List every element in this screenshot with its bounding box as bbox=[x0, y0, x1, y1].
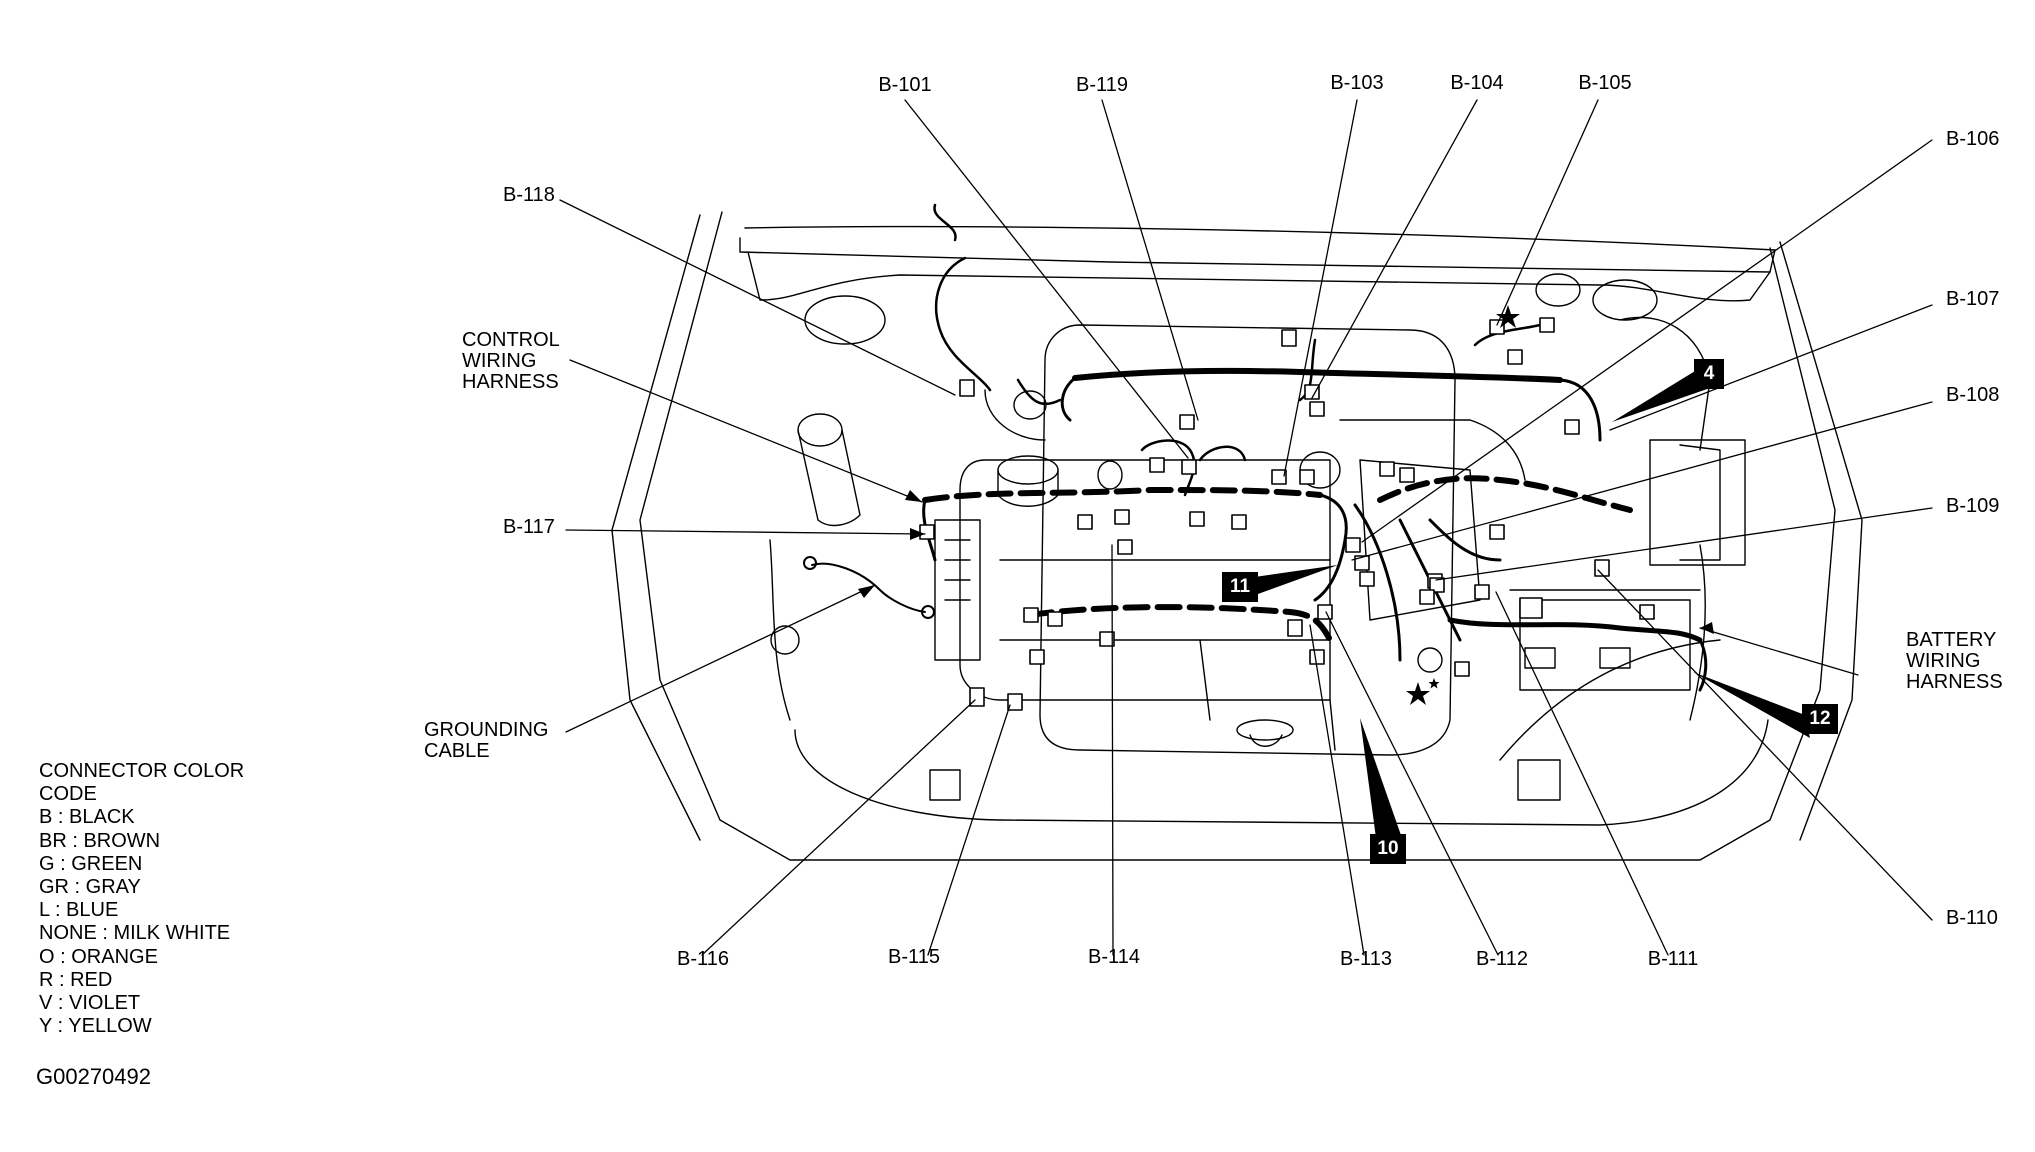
star-symbols bbox=[1406, 305, 1520, 705]
connectors bbox=[919, 317, 1655, 711]
label-b107: B-107 bbox=[1946, 288, 2000, 310]
leader-lines bbox=[559, 99, 1933, 956]
left-components bbox=[770, 295, 1721, 801]
vehicle-body-outline bbox=[611, 211, 1863, 861]
label-b110: B-110 bbox=[1946, 907, 1998, 929]
legend-item: G : GREEN bbox=[39, 852, 143, 875]
legend-title: CODE bbox=[39, 783, 97, 806]
control-wiring-harness bbox=[922, 367, 1708, 692]
label-b118: B-118 bbox=[503, 184, 555, 206]
legend-item: Y : YELLOW bbox=[39, 1015, 152, 1038]
label-b113: B-113 bbox=[1340, 948, 1392, 970]
label-b114: B-114 bbox=[1088, 946, 1140, 968]
leader-arrowheads bbox=[858, 490, 1714, 634]
legend-item: NONE : MILK WHITE bbox=[39, 922, 231, 945]
legend-item: B : BLACK bbox=[39, 806, 135, 829]
label-b104: B-104 bbox=[1450, 72, 1504, 94]
control-wiring-harness-label: CONTROL WIRING HARNESS bbox=[462, 329, 560, 393]
legend-item: O : ORANGE bbox=[39, 945, 158, 968]
label-b116: B-116 bbox=[677, 948, 729, 970]
marker-4: 4 bbox=[1694, 359, 1724, 389]
legend-title: CONNECTOR COLOR bbox=[39, 760, 245, 782]
connector-color-legend: CONNECTOR COLOR CODE B : BLACK BR : BROW… bbox=[39, 760, 244, 1038]
label-b108: B-108 bbox=[1946, 384, 2000, 406]
legend-item: BR : BROWN bbox=[39, 829, 161, 852]
label-b101: B-101 bbox=[878, 74, 932, 96]
marker-wedges bbox=[1234, 368, 1810, 838]
label-b111: B-111 bbox=[1647, 948, 1699, 970]
legend-item: GR : GRAY bbox=[39, 876, 141, 899]
grounding-cable-label: GROUNDING CABLE bbox=[424, 719, 549, 762]
grounding-cable bbox=[803, 556, 935, 619]
figure-id: G00270492 bbox=[36, 1064, 151, 1089]
label-b109: B-109 bbox=[1946, 495, 2000, 517]
legend-item: V : VIOLET bbox=[39, 992, 141, 1015]
legend-item: R : RED bbox=[39, 968, 113, 991]
marker-11: 11 bbox=[1222, 572, 1258, 602]
label-b105: B-105 bbox=[1578, 72, 1632, 94]
label-b119: B-119 bbox=[1076, 74, 1128, 96]
label-b115: B-115 bbox=[888, 946, 940, 968]
marker-12: 12 bbox=[1802, 704, 1838, 734]
legend-item: L : BLUE bbox=[39, 899, 119, 922]
label-b103: B-103 bbox=[1330, 72, 1384, 94]
label-b117: B-117 bbox=[503, 516, 555, 538]
battery bbox=[1509, 316, 1746, 691]
label-b112: B-112 bbox=[1476, 948, 1528, 970]
battery-wiring-harness-label: BATTERY WIRING HARNESS bbox=[1906, 629, 2003, 693]
label-b106: B-106 bbox=[1946, 128, 2000, 150]
marker-10: 10 bbox=[1370, 834, 1406, 864]
upper-harness bbox=[933, 203, 1542, 497]
